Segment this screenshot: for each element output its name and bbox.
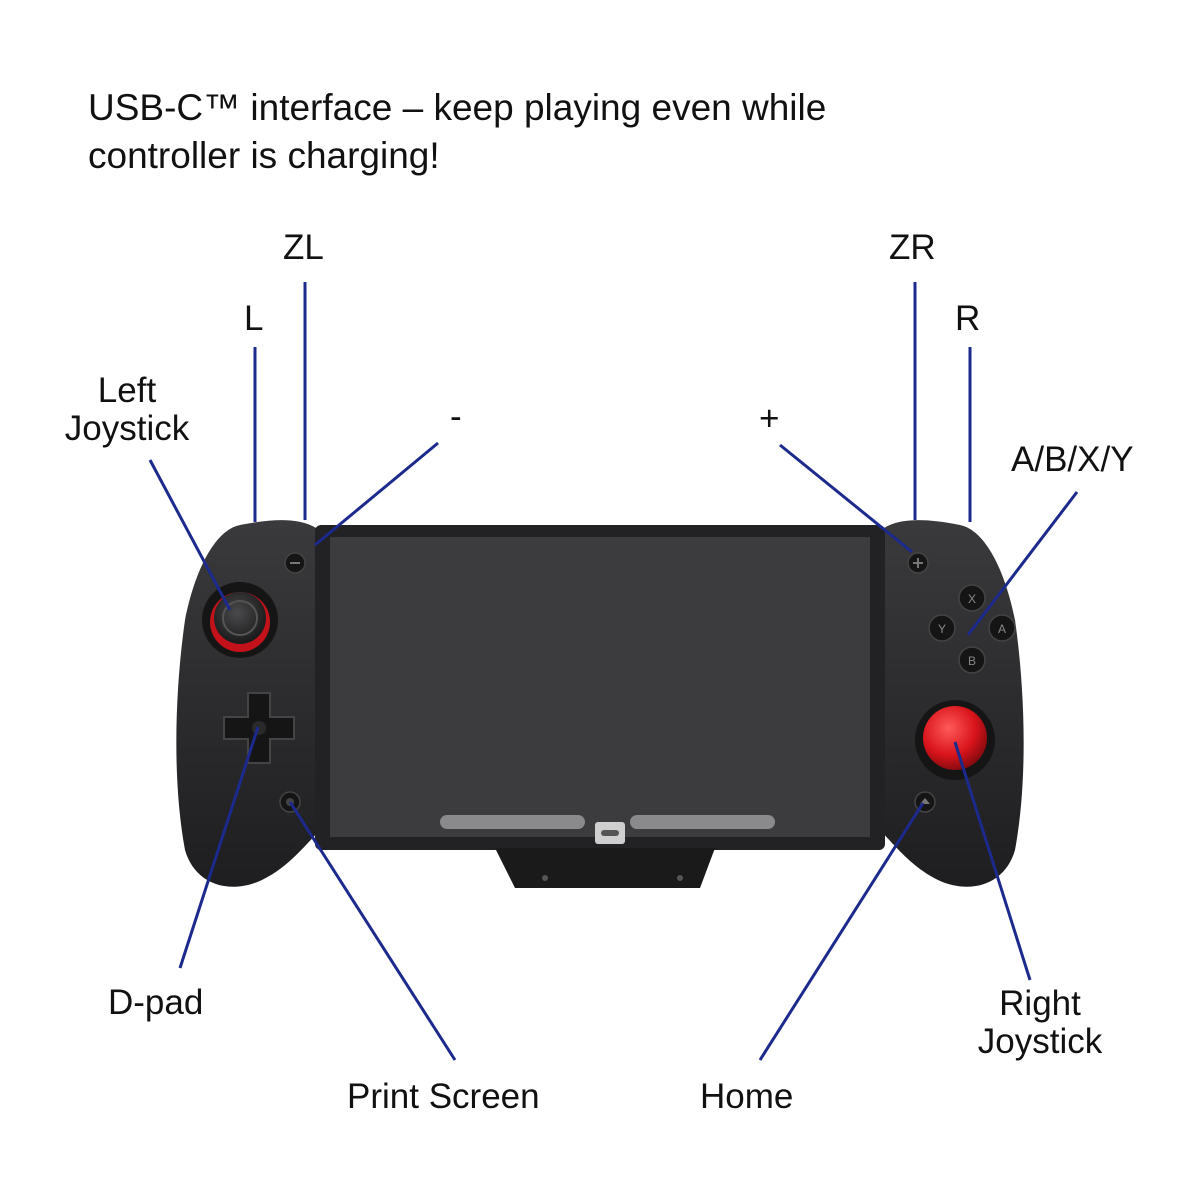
right-rail bbox=[630, 815, 775, 829]
label-left-joystick-line-1: Left bbox=[97, 371, 157, 410]
leader-minus bbox=[314, 441, 439, 547]
headline: USB-C™ interface – keep playing even whi… bbox=[88, 84, 988, 180]
label-left-joystick-line-2: Joystick bbox=[64, 409, 190, 448]
label-left-joystick: Left Joystick bbox=[62, 372, 192, 448]
label-l: L bbox=[244, 299, 264, 338]
face-button-a: A bbox=[998, 622, 1006, 636]
leader-right-joystick bbox=[953, 741, 1032, 981]
leader-dpad bbox=[178, 726, 260, 969]
label-home: Home bbox=[700, 1077, 794, 1116]
face-buttons: X Y A B bbox=[928, 584, 1016, 674]
leader-abxy bbox=[966, 491, 1079, 636]
face-button-x: X bbox=[968, 592, 976, 606]
headline-line-2: controller is charging! bbox=[88, 135, 440, 176]
label-zl: ZL bbox=[283, 228, 324, 267]
label-right-joystick-line-2: Joystick bbox=[977, 1022, 1103, 1061]
label-r: R bbox=[955, 299, 981, 338]
label-right-joystick: Right Joystick bbox=[965, 985, 1115, 1061]
face-button-y: Y bbox=[938, 622, 946, 636]
bottom-cradle bbox=[495, 848, 715, 888]
headline-line-1: USB-C™ interface – keep playing even whi… bbox=[88, 87, 827, 128]
leader-left-joystick bbox=[148, 459, 232, 611]
label-right-joystick-line-1: Right bbox=[999, 984, 1081, 1023]
screen-panel bbox=[330, 537, 870, 837]
label-abxy: A/B/X/Y bbox=[1011, 440, 1134, 479]
label-dpad: D-pad bbox=[108, 983, 204, 1022]
plus-button-shape bbox=[907, 552, 929, 574]
leader-plus bbox=[779, 443, 913, 554]
controller-illustration: X Y A B bbox=[176, 520, 1024, 888]
label-plus: + bbox=[759, 399, 780, 438]
minus-button-shape bbox=[284, 552, 306, 574]
label-zr: ZR bbox=[889, 228, 936, 267]
leader-home bbox=[758, 802, 925, 1061]
label-print-screen: Print Screen bbox=[347, 1077, 540, 1116]
left-joystick-icon bbox=[202, 582, 278, 658]
left-rail bbox=[440, 815, 585, 829]
leader-lines bbox=[148, 282, 1079, 1061]
label-minus: - bbox=[450, 397, 462, 436]
usb-c-port-icon bbox=[595, 822, 625, 844]
leader-print-screen bbox=[288, 801, 457, 1061]
face-button-b: B bbox=[968, 654, 976, 668]
right-joystick-icon bbox=[915, 700, 995, 780]
